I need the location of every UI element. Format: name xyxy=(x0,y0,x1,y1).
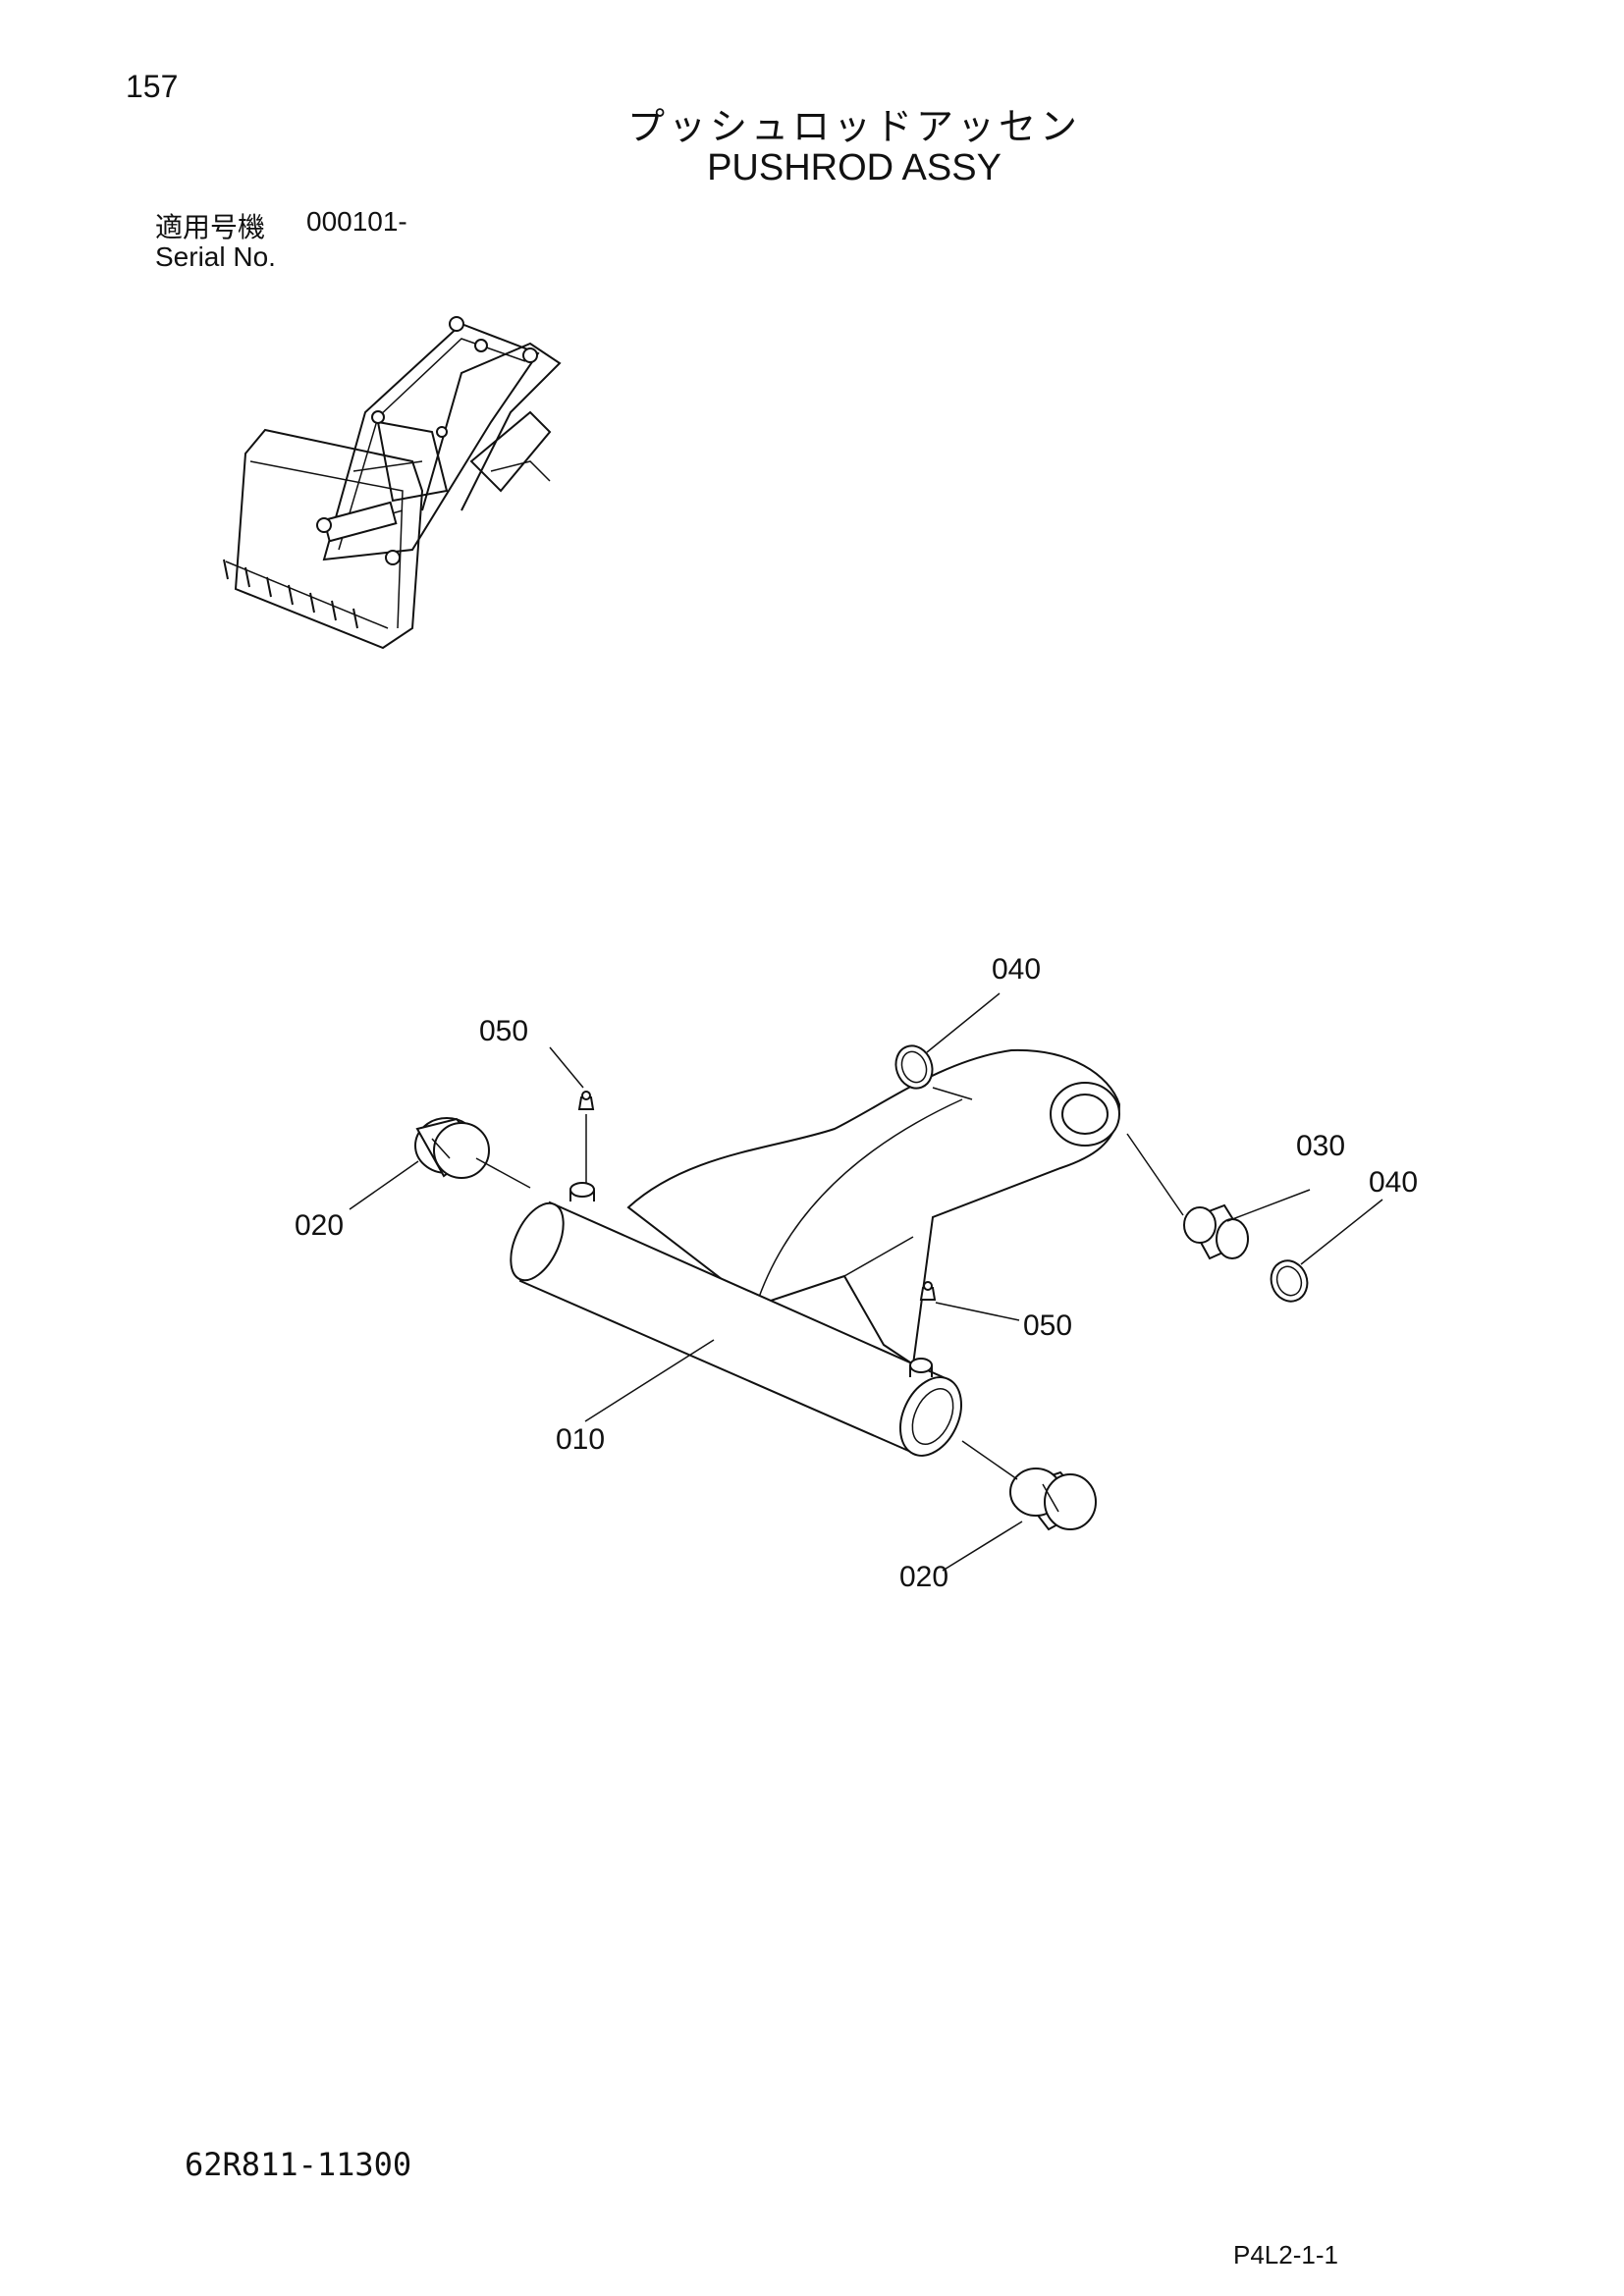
callout-050-top: 050 xyxy=(479,1015,528,1047)
callout-020-left: 020 xyxy=(295,1209,344,1242)
bushing-030 xyxy=(1183,1203,1249,1260)
ring-040-right xyxy=(1270,1259,1309,1303)
bushing-020-bottom xyxy=(1009,1468,1097,1531)
drawing-part-number: 62R811-11300 xyxy=(185,2146,412,2183)
serial-label-english: Serial No. xyxy=(155,241,276,272)
pushrod-assembly-drawing xyxy=(349,992,1383,1572)
title-english: PUSHROD ASSY xyxy=(707,147,1001,188)
ring-040-top xyxy=(894,1044,934,1090)
grease-nipple-050-right xyxy=(919,1281,937,1301)
callout-030: 030 xyxy=(1296,1130,1345,1162)
title-japanese: プッシュロッドアッセン xyxy=(626,105,1081,148)
callout-010: 010 xyxy=(556,1423,605,1456)
callout-020-bottom: 020 xyxy=(899,1561,948,1593)
serial-label-japanese: 適用号機 xyxy=(155,211,266,243)
bushing-020-left xyxy=(414,1117,490,1179)
page-number: 157 xyxy=(126,69,179,104)
loader-keymap-illustration xyxy=(223,316,562,650)
callout-040-right: 040 xyxy=(1369,1166,1418,1199)
callout-050-right: 050 xyxy=(1023,1309,1072,1342)
callout-040-top: 040 xyxy=(992,953,1041,986)
page-code: P4L2-1-1 xyxy=(1233,2240,1338,2269)
grease-nipple-050-top xyxy=(577,1091,595,1110)
serial-value: 000101- xyxy=(306,206,407,237)
